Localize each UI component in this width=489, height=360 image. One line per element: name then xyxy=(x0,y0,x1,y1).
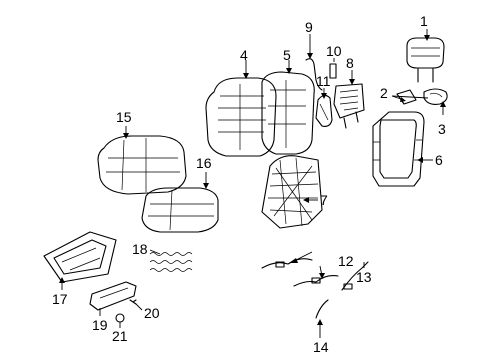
seatback-spring-part xyxy=(261,155,323,229)
callout-7: 7 xyxy=(320,192,328,208)
callout-17: 17 xyxy=(52,291,68,307)
seatback-cover-part xyxy=(205,77,277,157)
knob-part xyxy=(115,313,125,323)
cable-clip-part xyxy=(315,299,329,319)
callout-15: 15 xyxy=(116,109,132,125)
callout-3: 3 xyxy=(438,121,446,137)
callout-1: 1 xyxy=(420,13,428,29)
side-shield-part xyxy=(89,281,137,311)
callout-2: 2 xyxy=(380,85,388,101)
seat-wiring-part xyxy=(261,258,339,287)
harness-clip-part xyxy=(305,58,323,91)
callout-9: 9 xyxy=(305,19,313,35)
lumbar-motor-part xyxy=(333,83,365,129)
callout-18: 18 xyxy=(132,241,148,257)
callout-5: 5 xyxy=(283,47,291,63)
callout-labels: 1 2 3 4 5 6 7 8 9 10 11 12 13 14 15 16 1… xyxy=(52,13,446,355)
callout-19: 19 xyxy=(92,317,108,333)
leader-lines xyxy=(59,29,446,338)
callout-4: 4 xyxy=(240,47,248,63)
seatback-frame-part xyxy=(372,111,425,187)
seatback-cushion-part xyxy=(261,71,315,155)
lumbar-pad-part xyxy=(315,94,333,127)
cushion-springs-part xyxy=(149,252,193,272)
callout-21: 21 xyxy=(112,328,128,344)
connector-part xyxy=(329,63,337,79)
seat-track-part xyxy=(43,231,117,283)
callout-12: 12 xyxy=(338,253,354,269)
callout-20: 20 xyxy=(144,305,160,321)
cushion-cover-part xyxy=(97,135,187,195)
callout-16: 16 xyxy=(196,155,212,171)
callout-11: 11 xyxy=(316,73,331,89)
headrest-part xyxy=(406,37,445,83)
callout-6: 6 xyxy=(435,152,443,168)
callout-14: 14 xyxy=(313,339,329,355)
callout-13: 13 xyxy=(356,269,372,285)
callout-8: 8 xyxy=(346,55,354,71)
shield-screw-part xyxy=(129,299,137,305)
cushion-pad-part xyxy=(141,187,219,233)
wire-harness-part xyxy=(341,261,369,291)
callout-10: 10 xyxy=(326,43,342,59)
